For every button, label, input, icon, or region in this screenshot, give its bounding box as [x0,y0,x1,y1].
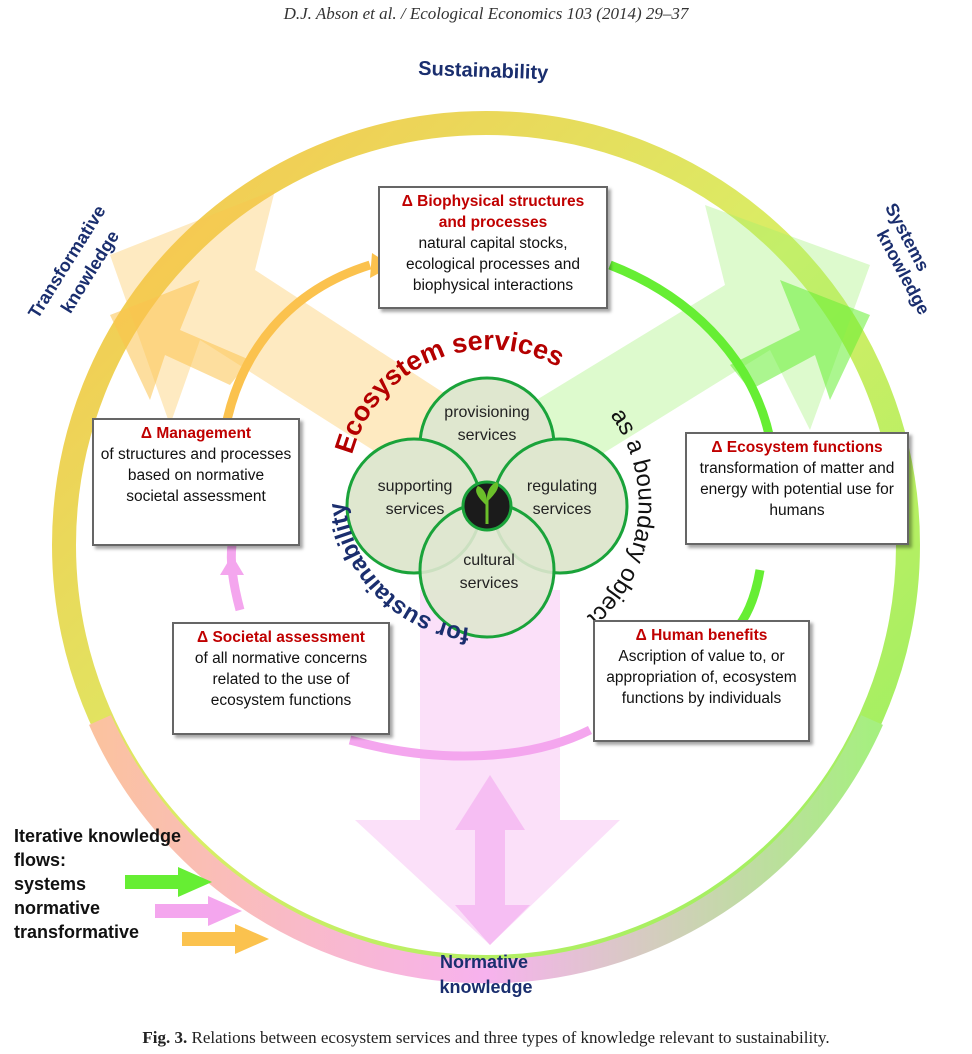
petal-cultural: cultural [463,552,515,569]
legend-normative: normative [14,898,101,918]
normative-big-arrow [355,590,620,945]
box-benefits-title: Δ Human benefits [635,627,768,644]
caption-label: Fig. 3. [142,1028,188,1047]
box-functions-title: Δ Ecosystem functions [711,439,883,456]
box-societal: Δ Societal assessment of all normative c… [172,622,390,735]
box-biophysical-body: natural capital stocks, ecological proce… [405,235,581,294]
outer-ring [52,111,920,984]
box-functions: Δ Ecosystem functions transformation of … [685,432,909,545]
ecosystem-services-flower [345,376,629,639]
box-biophysical: Δ Biophysical structures and processes n… [378,186,608,309]
petal-cultural-2: services [460,575,519,592]
box-societal-title: Δ Societal assessment [197,629,365,646]
petal-regulating-2: services [533,501,592,518]
petal-regulating: regulating [527,478,597,495]
figure-caption: Fig. 3. Relations between ecosystem serv… [0,1028,972,1048]
box-management: Δ Management of structures and processes… [92,418,300,546]
box-benefits-body: Ascription of value to, or appropriation… [606,648,797,707]
systems-big-arrow [520,205,870,480]
legend-transformative-arrow [182,924,269,954]
box-functions-body: transformation of matter and energy with… [699,460,895,519]
legend-systems: systems [14,874,87,894]
legend: Iterative knowledge flows: systems norma… [14,824,181,944]
box-management-body: of structures and processes based on nor… [100,446,292,505]
box-societal-body: of all normative concerns related to the… [194,650,368,709]
normative-label-2: knowledge [439,977,532,997]
running-head: D.J. Abson et al. / Ecological Economics… [283,4,689,23]
petal-provisioning: provisioning [444,404,529,421]
normative-label: Normative [440,952,528,972]
petal-supporting: supporting [378,478,453,495]
legend-arrows [125,867,269,954]
legend-normative-arrow [155,896,242,926]
legend-transformative: transformative [14,922,140,942]
petal-provisioning-2: services [458,427,517,444]
petal-supporting-2: services [386,501,445,518]
sustainability-label: Sustainability [418,58,550,85]
box-management-title: Δ Management [140,425,252,442]
transformative-big-arrow [110,190,470,480]
box-biophysical-title: Δ Biophysical structures and processes [401,193,585,231]
knowledge-diagram: provisioning services supporting service… [24,58,934,997]
box-benefits: Δ Human benefits Ascription of value to,… [593,620,810,742]
legend-title: Iterative knowledge [14,826,182,846]
legend-systems-arrow [125,867,212,897]
legend-title-2: flows: [14,850,66,870]
caption-text: Relations between ecosystem services and… [191,1028,830,1047]
